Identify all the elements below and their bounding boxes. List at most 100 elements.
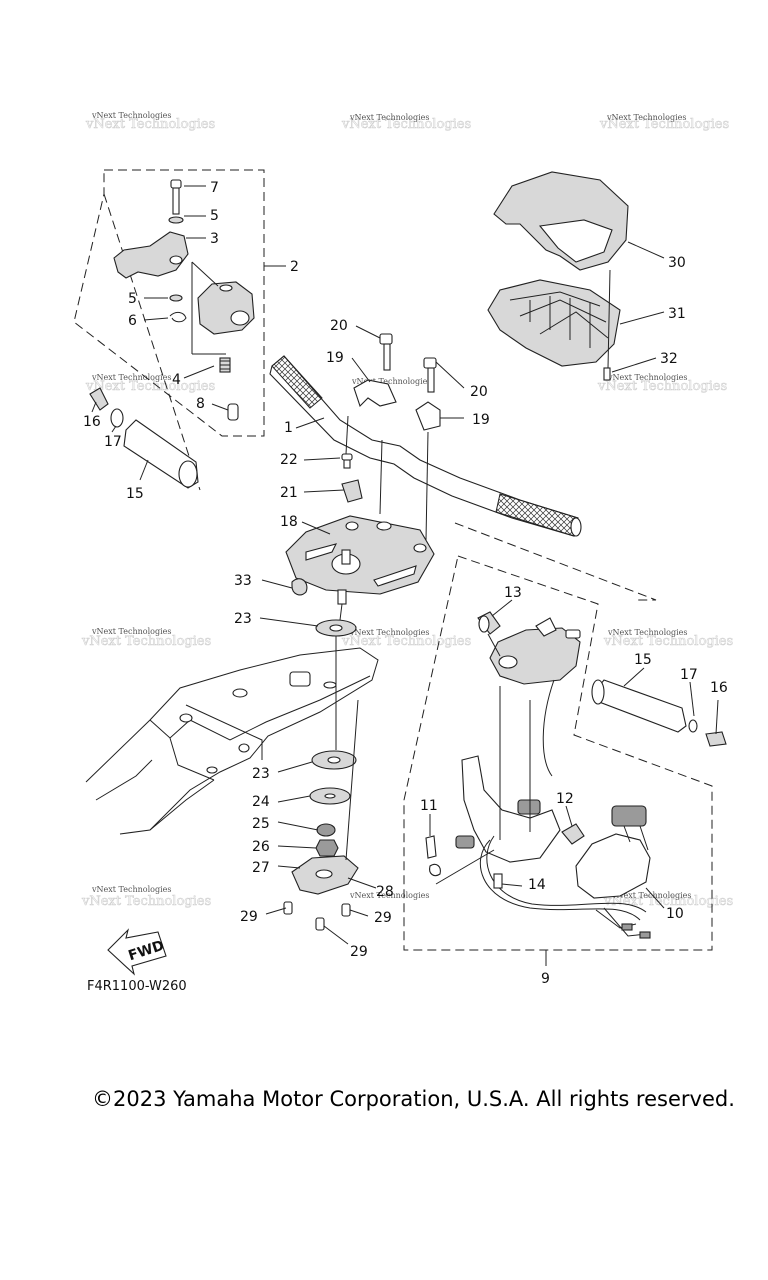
- callout-11: 11: [420, 798, 438, 814]
- svg-text:vNext Technologies: vNext Technologies: [91, 373, 171, 382]
- watermark-upper-right: vNext Technologies vNext Technologies: [597, 373, 728, 394]
- svg-text:vNext Technologies: vNext Technologies: [349, 628, 429, 637]
- shaft-stack: [283, 415, 429, 931]
- callout-14: 14: [528, 877, 546, 893]
- watermark-lower-right: vNext Technologies vNext Technologies: [603, 891, 734, 909]
- callout-21: 21: [280, 485, 298, 501]
- callout-labels: 7 5 3 2 5 6 4 8 16 17 15 1 22 21 18 20 1…: [83, 180, 728, 987]
- callout-32: 32: [660, 351, 678, 367]
- callout-23-bottom: 23: [252, 766, 270, 782]
- callout-7: 7: [210, 180, 219, 196]
- right-grip-assembly: [591, 679, 727, 747]
- steering-base-plate: [285, 515, 435, 605]
- screw-32: [603, 367, 611, 381]
- callout-16-right: 16: [710, 680, 728, 696]
- clip-33: [291, 578, 308, 596]
- callout-17-left: 17: [104, 434, 122, 450]
- callout-23-top: 23: [234, 611, 252, 627]
- switch-assembly: [425, 611, 651, 939]
- callout-10: 10: [666, 906, 684, 922]
- switch-group-outline: [454, 522, 657, 601]
- lanyard-10: [575, 833, 651, 899]
- screw-14: [493, 873, 503, 889]
- watermark-mid-left: vNext Technologies vNext Technologies: [81, 627, 212, 649]
- svg-text:vNext Technologies: vNext Technologies: [91, 885, 171, 894]
- svg-text:vNext Technologies: vNext Technologies: [611, 891, 691, 900]
- svg-text:vNext Technologies: vNext Technologies: [606, 113, 686, 122]
- watermark-upper-left: vNext Technologies vNext Technologies: [85, 373, 216, 394]
- hood-assembly: [487, 171, 629, 381]
- clamp-19-left: [353, 379, 397, 408]
- watermark-top-right: vNext Technologies vNext Technologies: [599, 113, 730, 132]
- rivet-29-left: [283, 901, 293, 915]
- hull-bracket: [85, 647, 379, 835]
- callout-1: 1: [284, 420, 293, 436]
- callout-15-left: 15: [126, 486, 144, 502]
- left-grip-assembly: [89, 387, 199, 489]
- clip-6: [169, 311, 187, 323]
- callout-9: 9: [541, 971, 550, 987]
- callout-19-right: 19: [472, 412, 490, 428]
- bolt-20-left: [379, 333, 393, 345]
- plug-12: [561, 823, 585, 845]
- washer-25: [316, 823, 336, 837]
- callout-12: 12: [556, 791, 574, 807]
- callout-26: 26: [252, 839, 270, 855]
- callout-22: 22: [280, 452, 298, 468]
- diagram-code: F4R1100-W260: [87, 979, 187, 994]
- callout-6: 6: [128, 313, 137, 329]
- washer-5-bottom: [169, 294, 183, 302]
- callout-29-left: 29: [240, 909, 258, 925]
- throttle-lever-3: [113, 231, 189, 279]
- svg-text:vNext Technologies: vNext Technologies: [603, 634, 733, 649]
- switch-housing: [489, 627, 581, 685]
- svg-text:vNext Technologies: vNext Technologies: [85, 117, 215, 132]
- callout-20-left: 20: [330, 318, 348, 334]
- rivet-29-bottom: [315, 917, 325, 931]
- callout-15-right: 15: [634, 652, 652, 668]
- fwd-arrow: FWD: [107, 928, 167, 976]
- clamp-21: [341, 479, 363, 503]
- throttle-lever-assembly: [113, 179, 255, 421]
- svg-text:vNext Technologies: vNext Technologies: [341, 117, 471, 132]
- callout-20-right: 20: [470, 384, 488, 400]
- callout-5-top: 5: [210, 208, 219, 224]
- clamp-19-right: [415, 401, 441, 431]
- svg-text:vNext Technologies: vNext Technologies: [349, 891, 429, 900]
- svg-text:vNext Technologies: vNext Technologies: [607, 373, 687, 382]
- washer-5-top: [168, 216, 184, 224]
- callout-2: 2: [290, 259, 299, 275]
- callout-31: 31: [668, 306, 686, 322]
- screw-8: [227, 403, 239, 421]
- callout-19-left: 19: [326, 350, 344, 366]
- svg-text:vNext Technologies: vNext Technologies: [91, 627, 171, 636]
- watermark-lower-center: vNext Technologies: [349, 891, 429, 900]
- leader-lines: [91, 185, 719, 966]
- svg-text:vNext Technologies: vNext Technologies: [607, 628, 687, 637]
- copyright-notice: ©2023 Yamaha Motor Corporation, U.S.A. A…: [92, 1087, 735, 1111]
- callout-25: 25: [252, 816, 270, 832]
- bolt-20-right: [423, 357, 437, 369]
- watermark-upper-center: vNext Technologies: [351, 377, 431, 386]
- clamp-parts: [341, 333, 441, 503]
- watermark-mid-right: vNext Technologies vNext Technologies: [603, 628, 734, 649]
- watermark-mid-center: vNext Technologies vNext Technologies: [341, 628, 472, 649]
- callout-29-bottom: 29: [350, 944, 368, 960]
- callout-33: 33: [234, 573, 252, 589]
- callout-30: 30: [668, 255, 686, 271]
- callout-16-left: 16: [83, 414, 101, 430]
- callout-27: 27: [252, 860, 270, 876]
- svg-text:vNext Technologies: vNext Technologies: [91, 111, 171, 120]
- svg-text:vNext Technologies: vNext Technologies: [597, 379, 727, 394]
- rivet-29-right: [341, 903, 351, 917]
- harness: [461, 755, 561, 863]
- callout-17-right: 17: [680, 667, 698, 683]
- callout-28: 28: [376, 884, 394, 900]
- callout-4: 4: [172, 372, 181, 388]
- watermark-top-center: vNext Technologies vNext Technologies: [341, 113, 472, 132]
- grip-15-right: [593, 679, 687, 733]
- group-outlines: [73, 169, 713, 951]
- watermark-lower-left: vNext Technologies vNext Technologies: [81, 885, 212, 909]
- callout-18: 18: [280, 514, 298, 530]
